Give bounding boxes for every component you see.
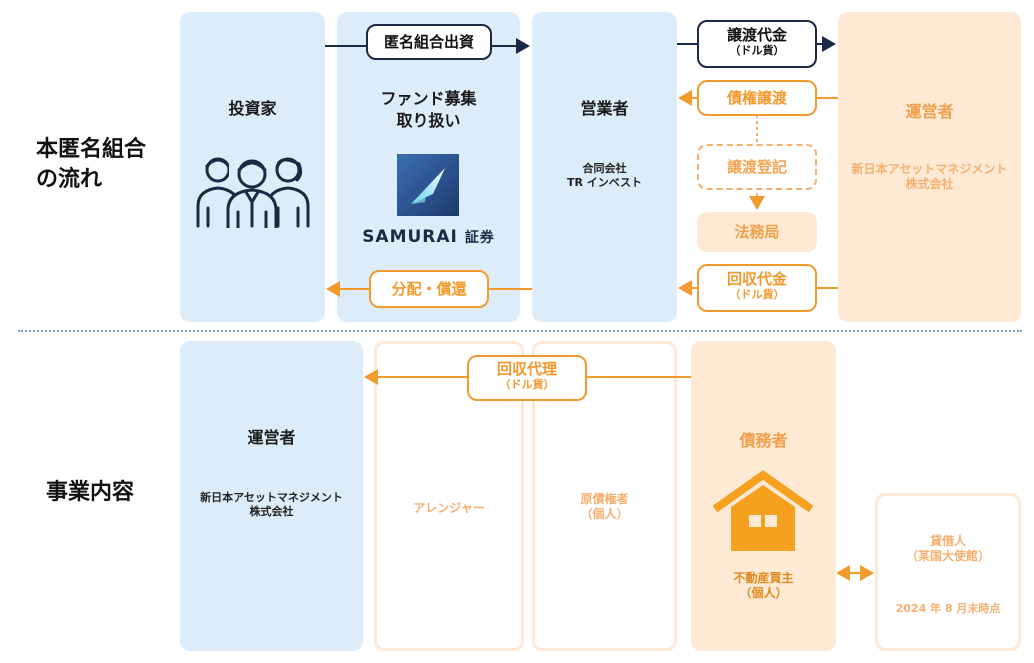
lessee-sub: （某国大使館） bbox=[905, 549, 990, 563]
samurai-logo-icon bbox=[397, 154, 459, 216]
label-collection-agent-text: 回収代理 bbox=[496, 360, 557, 378]
label-transfer-price-text: 譲渡代金 bbox=[726, 26, 787, 44]
fund-title: ファンド募集 取り扱い bbox=[337, 88, 520, 132]
label-transfer-price: 譲渡代金 （ドル貨） bbox=[697, 20, 817, 68]
debtor-label-line2: （個人） bbox=[739, 586, 788, 600]
investors-icon bbox=[196, 157, 310, 228]
arranger-title: アレンジャー bbox=[413, 501, 485, 515]
row-label-bottom: 事業内容 bbox=[46, 480, 135, 505]
operator-right-title: 運営者 bbox=[905, 102, 954, 121]
fund-title-line2: 取り扱い bbox=[396, 111, 461, 130]
section-separator bbox=[18, 330, 1022, 332]
house-icon bbox=[712, 470, 814, 551]
label-anonymous-investment: 匿名組合出資 bbox=[366, 24, 492, 60]
samurai-logo-text: SAMURAI 証券 bbox=[337, 227, 520, 247]
label-collection-price-text: 回収代金 bbox=[726, 270, 787, 288]
lessee-note: 2024 年 8 月末時点 bbox=[895, 602, 1001, 615]
bottom-operator-name-line1: 新日本アセットマネジメント bbox=[200, 491, 343, 504]
debtor-box: 債務者 不動産買主 （個人） bbox=[691, 341, 836, 651]
operator-right-name: 新日本アセットマネジメント 株式会社 bbox=[838, 162, 1021, 192]
label-distribution-text: 分配・償還 bbox=[391, 280, 467, 298]
label-collection-price-sub: （ドル貨） bbox=[729, 288, 785, 301]
row-label-top-line2: の流れ bbox=[36, 167, 103, 192]
label-legal-affairs-bureau-text: 法務局 bbox=[734, 223, 780, 241]
samurai-logo-word: SAMURAI bbox=[362, 227, 458, 247]
original-creditor-box: 原債権者 （個人） bbox=[532, 341, 677, 651]
label-collection-price: 回収代金 （ドル貨） bbox=[697, 264, 817, 312]
row-label-top-line1: 本匿名組合 bbox=[36, 137, 147, 162]
original-creditor-sub: （個人） bbox=[580, 507, 629, 521]
bottom-operator-box: 運営者 新日本アセットマネジメント 株式会社 bbox=[180, 341, 363, 651]
investor-box: 投資家 bbox=[180, 12, 325, 322]
row-label-top: 本匿名組合 の流れ bbox=[36, 135, 146, 195]
operator-company-box: 営業者 合同会社 TR インベスト bbox=[532, 12, 677, 322]
label-anonymous-investment-text: 匿名組合出資 bbox=[383, 33, 474, 51]
debtor-label: 不動産買主 （個人） bbox=[691, 571, 836, 601]
operator-company-name-line2: TR インベスト bbox=[566, 176, 643, 189]
bottom-operator-name-line2: 株式会社 bbox=[249, 505, 294, 518]
original-creditor-title: 原債権者 bbox=[580, 492, 629, 506]
operator-company-name-line1: 合同会社 bbox=[582, 162, 627, 175]
bottom-operator-name: 新日本アセットマネジメント 株式会社 bbox=[180, 491, 363, 519]
label-transfer-registration: 譲渡登記 bbox=[697, 144, 817, 190]
operator-company-name: 合同会社 TR インベスト bbox=[532, 162, 677, 190]
label-collection-agent-sub: （ドル貨） bbox=[499, 378, 555, 391]
operator-company-title: 営業者 bbox=[580, 99, 629, 118]
label-distribution: 分配・償還 bbox=[369, 270, 489, 308]
operator-right-name-line1: 新日本アセットマネジメント bbox=[851, 162, 1008, 176]
investor-title: 投資家 bbox=[228, 99, 277, 118]
label-transfer-registration-text: 譲渡登記 bbox=[726, 158, 787, 176]
debtor-title: 債務者 bbox=[739, 431, 788, 450]
label-claim-transfer-text: 債権譲渡 bbox=[726, 89, 787, 107]
debtor-label-line1: 不動産買主 bbox=[733, 571, 794, 585]
operator-right-box: 運営者 新日本アセットマネジメント 株式会社 bbox=[838, 12, 1021, 322]
original-creditor-label: 原債権者 （個人） bbox=[535, 492, 674, 522]
lessee-title: 貸借人 bbox=[929, 534, 966, 548]
samurai-logo-suffix: 証券 bbox=[464, 230, 495, 246]
label-legal-affairs-bureau: 法務局 bbox=[697, 212, 817, 252]
operator-right-name-line2: 株式会社 bbox=[905, 177, 954, 191]
lessee-label: 貸借人 （某国大使館） bbox=[878, 534, 1018, 564]
label-collection-agent: 回収代理 （ドル貨） bbox=[467, 355, 587, 401]
lessee-box: 貸借人 （某国大使館） 2024 年 8 月末時点 bbox=[875, 493, 1021, 651]
label-transfer-price-sub: （ドル貨） bbox=[729, 44, 785, 57]
label-claim-transfer: 債権譲渡 bbox=[697, 80, 817, 116]
bottom-operator-title: 運営者 bbox=[247, 428, 296, 447]
fund-title-line1: ファンド募集 bbox=[380, 89, 477, 108]
